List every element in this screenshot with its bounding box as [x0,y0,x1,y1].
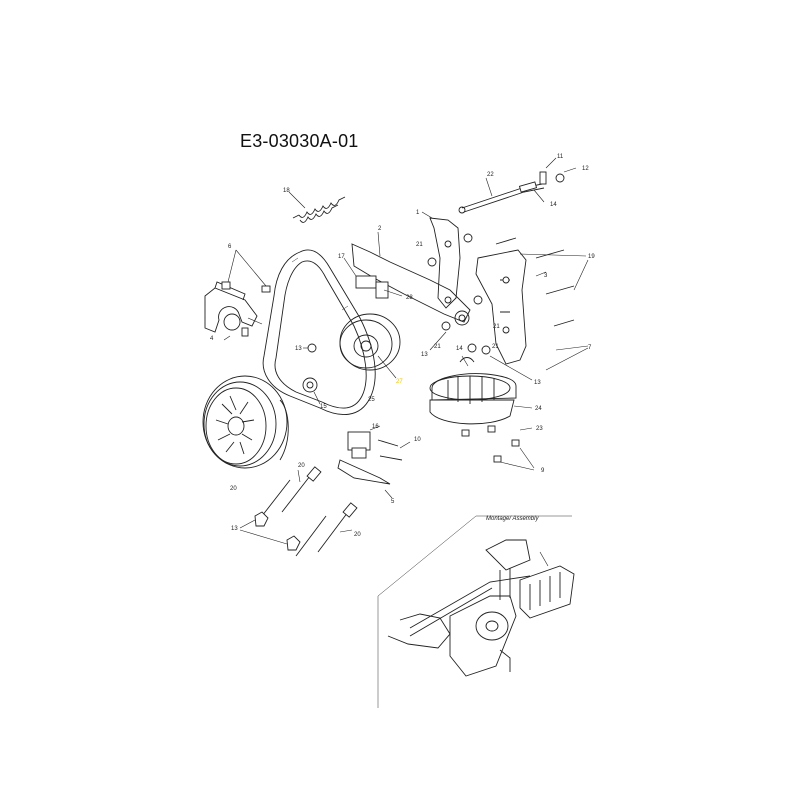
callout-17: 17 [338,254,345,260]
belt-part [262,249,376,415]
callout-5: 5 [391,499,395,505]
assembly-inset [377,515,575,708]
callout-12: 12 [582,166,589,172]
clutch-part [429,355,533,425]
lever-part [421,211,461,309]
callout-18: 18 [283,188,290,194]
callout-2: 2 [378,226,382,232]
callout-20: 20 [298,463,305,469]
lever-arm-part [343,231,471,326]
drive-pulley-part [202,375,289,469]
spring-part [288,191,346,223]
callout-11: 11 [557,154,564,160]
nut-part [427,233,533,381]
switch-part [337,425,411,499]
callout-6: 6 [228,244,232,250]
bolt-part [239,466,358,557]
callout-10: 10 [414,437,421,443]
callout-13: 13 [295,346,302,352]
cable-part [458,177,545,214]
screw-part [461,425,535,471]
callout-9: 9 [541,468,545,474]
inset-label: Montage/ Assembly [486,516,539,522]
callout-13: 13 [421,352,428,358]
washer-part [302,343,321,405]
diagram-title: E3-03030A-01 [240,131,359,151]
callout-27: 27 [396,379,403,385]
callout-28: 28 [406,295,413,301]
callout-13: 13 [231,526,238,532]
callout-labels: 1 2 3 4 5 6 7 9 10 11 12 13 13 13 13 14 … [210,154,595,538]
callout-1: 1 [416,210,420,216]
callout-13: 13 [534,380,541,386]
callout-15: 15 [320,404,327,410]
callout-3: 3 [544,273,548,279]
idler-pulley-part [339,313,401,379]
callout-22: 22 [487,172,494,178]
mount-bracket-part [475,237,589,371]
bracket-part [204,249,271,341]
callout-19: 19 [588,254,595,260]
callout-7: 7 [588,345,592,351]
callout-16: 16 [372,424,379,430]
callout-14: 14 [550,202,557,208]
callout-20: 20 [354,532,361,538]
callout-21: 21 [493,324,500,330]
callout-14: 14 [456,346,463,352]
fastener-part [533,157,577,203]
callout-21: 21 [416,242,423,248]
callout-23: 23 [536,426,543,432]
callout-20: 20 [230,486,237,492]
callout-25: 25 [368,397,375,403]
callout-21: 21 [492,344,499,350]
callout-21: 21 [434,344,441,350]
callout-4: 4 [210,336,214,342]
callout-24: 24 [535,406,542,412]
